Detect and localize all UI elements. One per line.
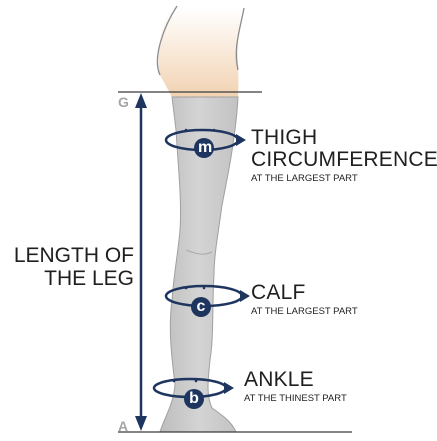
leg-length-line-1: LENGTH OF [0, 244, 134, 267]
length-arrow-head-up [135, 93, 147, 108]
thigh-title-line-1: THIGH [251, 127, 437, 149]
calf-title: CALF [251, 282, 358, 304]
calf-label: CALF AT THE LARGEST PART [251, 282, 358, 317]
thigh-title-line-2: CIRCUMFERENCE [251, 149, 437, 171]
leg-length-line-2: THE LEG [0, 267, 134, 290]
thigh-note: AT THE LARGEST PART [251, 173, 437, 184]
calf-note: AT THE LARGEST PART [251, 306, 358, 317]
ankle-label: ANKLE AT THE THINEST PART [244, 369, 347, 404]
marker-g: G [118, 94, 129, 110]
thigh-ring-arrow [236, 134, 246, 146]
ankle-title: ANKLE [244, 369, 347, 391]
ankle-ring-arrow [224, 382, 234, 394]
marker-a: A [118, 418, 128, 434]
thigh-label: THIGH CIRCUMFERENCE AT THE LARGEST PART [251, 127, 437, 184]
leg-length-label: LENGTH OF THE LEG [0, 244, 134, 290]
ankle-note: AT THE THINEST PART [244, 393, 347, 404]
ankle-badge-letter: b [188, 390, 200, 408]
thigh-badge-letter: m [198, 139, 210, 157]
length-arrow-head-down [135, 416, 147, 431]
calf-ring-arrow [240, 290, 250, 302]
calf-badge-letter: c [195, 298, 207, 316]
thigh-skin [158, 8, 244, 97]
